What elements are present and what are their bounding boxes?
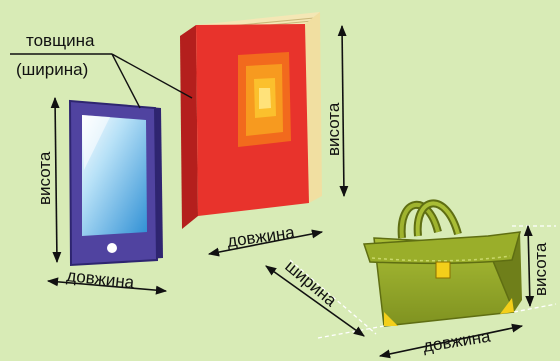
tablet-height-label: висота (35, 151, 54, 205)
bag-height-label: висота (531, 242, 550, 296)
bag-width-arrow: ширина (266, 257, 364, 336)
thickness-label-alt: (ширина) (16, 60, 88, 79)
thickness-callout: товщина (ширина) (10, 31, 192, 108)
book-length-label: довжина (226, 223, 296, 251)
book (180, 12, 322, 229)
bag-length-arrow: довжина (380, 326, 522, 356)
bag-length-label: довжина (422, 326, 493, 355)
tablet (70, 101, 163, 265)
book-height-arrow: висота (324, 26, 344, 196)
thickness-label: товщина (26, 31, 95, 50)
home-button-icon (107, 243, 117, 253)
book-height-label: висота (324, 102, 343, 156)
bag-height-arrow: висота (528, 226, 550, 306)
book-length-arrow: довжина (209, 223, 322, 254)
handbag (364, 203, 522, 326)
tablet-length-arrow: довжина (48, 266, 166, 292)
tablet-height-arrow: висота (35, 98, 57, 262)
tablet-length-label: довжина (66, 266, 136, 292)
